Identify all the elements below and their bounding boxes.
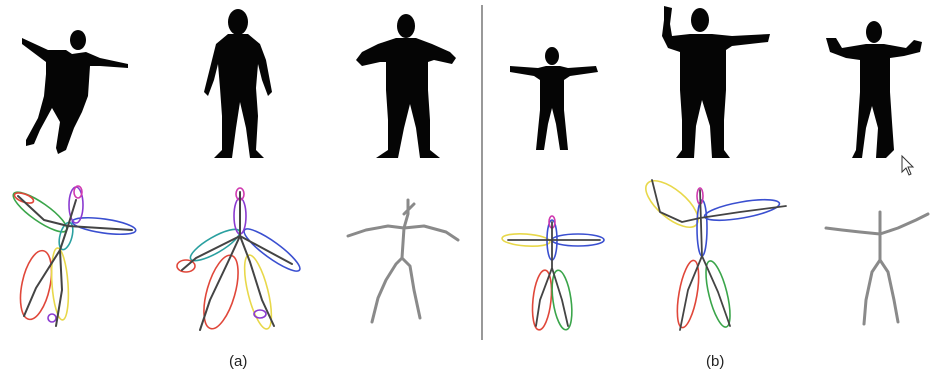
panel-a-caption: (a): [229, 353, 247, 370]
skeleton-fit-b2: [638, 173, 786, 330]
silhouette-b2: [662, 6, 770, 158]
silhouette-a1: [22, 30, 128, 154]
mouse-cursor-icon: [902, 156, 913, 175]
silhouette-a3: [356, 14, 456, 158]
silhouette-a2: [204, 9, 272, 158]
silhouette-b3: [826, 21, 922, 158]
silhouette-b1: [510, 47, 598, 150]
skeleton-gray-a3: [348, 200, 458, 322]
panel-b-caption: (b): [706, 353, 724, 370]
skeleton-fit-b1: [502, 216, 604, 331]
skeleton-gray-b3: [826, 212, 928, 324]
skeleton-fit-a1: [9, 186, 137, 326]
skeleton-fit-a2: [177, 188, 304, 332]
